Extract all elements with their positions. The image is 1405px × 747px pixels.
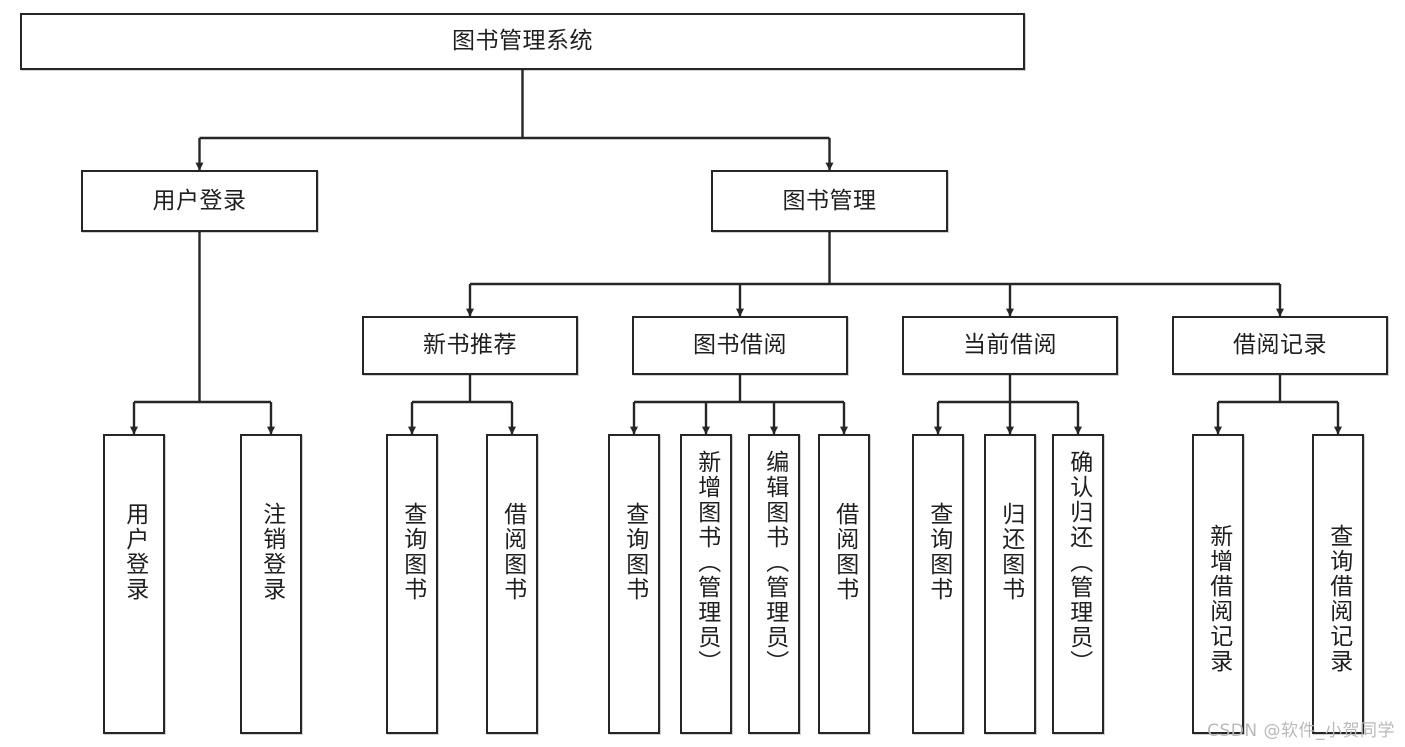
node-root[interactable]: 图书管理系统 <box>20 13 1025 70</box>
node-label: 图书管理 <box>782 187 877 214</box>
node-label: 查询图书 <box>925 502 952 602</box>
node-label: 注销登录 <box>258 502 285 602</box>
node-label: 借阅记录 <box>1233 332 1327 359</box>
node-confirmreturn[interactable]: 确认归还（管理员） <box>1052 434 1104 734</box>
node-label: 查询图书 <box>621 502 648 602</box>
node-borrowbook2[interactable]: 借阅图书 <box>818 434 870 734</box>
node-label: 用户登录 <box>152 187 247 214</box>
node-label: 新书推荐 <box>423 332 517 359</box>
node-label: 查询图书 <box>399 502 426 602</box>
node-addbook[interactable]: 新增图书（管理员） <box>680 434 732 734</box>
watermark: CSDN @软件_小贺同学 <box>1207 721 1395 741</box>
node-records[interactable]: 借阅记录 <box>1172 316 1388 375</box>
node-label: 用户登录 <box>121 502 148 602</box>
node-label: 查询借阅记录 <box>1325 524 1352 674</box>
node-bookmgmt[interactable]: 图书管理 <box>711 170 948 232</box>
node-borrowbook1[interactable]: 借阅图书 <box>486 434 538 734</box>
node-login[interactable]: 用户登录 <box>81 170 318 232</box>
node-userlogin[interactable]: 用户登录 <box>103 434 165 734</box>
node-querybook3[interactable]: 查询图书 <box>912 434 964 734</box>
node-borrow[interactable]: 图书借阅 <box>632 316 848 375</box>
node-label: 编辑图书（管理员） <box>761 450 788 675</box>
node-newbook[interactable]: 新书推荐 <box>362 316 578 375</box>
node-querybook1[interactable]: 查询图书 <box>386 434 438 734</box>
node-label: 借阅图书 <box>499 502 526 602</box>
node-editbook[interactable]: 编辑图书（管理员） <box>748 434 800 734</box>
node-queryrecord[interactable]: 查询借阅记录 <box>1312 434 1364 734</box>
node-label: 图书借阅 <box>693 332 787 359</box>
node-label: 归还图书 <box>997 502 1024 602</box>
node-label: 新增图书（管理员） <box>693 450 720 675</box>
node-label: 当前借阅 <box>963 332 1057 359</box>
node-label: 确认归还（管理员） <box>1065 450 1092 675</box>
node-logout[interactable]: 注销登录 <box>240 434 302 734</box>
node-label: 图书管理系统 <box>452 28 593 55</box>
node-returnbook[interactable]: 归还图书 <box>984 434 1036 734</box>
node-current[interactable]: 当前借阅 <box>902 316 1118 375</box>
node-querybook2[interactable]: 查询图书 <box>608 434 660 734</box>
node-label: 新增借阅记录 <box>1205 524 1232 674</box>
node-addrecord[interactable]: 新增借阅记录 <box>1192 434 1244 734</box>
node-label: 借阅图书 <box>831 502 858 602</box>
